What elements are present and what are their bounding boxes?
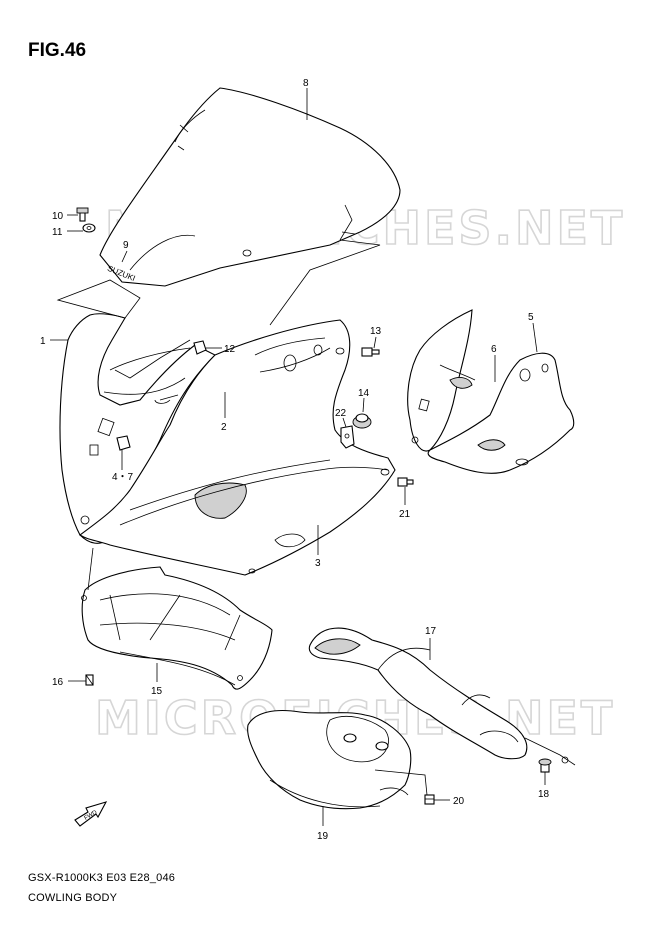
svg-text:13: 13 bbox=[370, 326, 382, 337]
section-name: COWLING BODY bbox=[28, 892, 118, 904]
part-label-1[interactable]: 1 bbox=[40, 336, 68, 347]
fastener-screw-16[interactable] bbox=[85, 674, 94, 686]
part-label-3[interactable]: 3 bbox=[315, 525, 321, 569]
fwd-arrow-icon: FWD bbox=[74, 801, 108, 827]
part-label-5[interactable]: 5 bbox=[528, 312, 538, 353]
fastener-clip-18[interactable] bbox=[538, 758, 552, 773]
part-label-13[interactable]: 13 bbox=[370, 326, 382, 349]
part-label-8[interactable]: 8 bbox=[303, 78, 309, 120]
svg-text:18: 18 bbox=[538, 789, 550, 800]
part-label-4-7[interactable]: 4・7 bbox=[112, 450, 134, 483]
svg-text:12: 12 bbox=[224, 344, 236, 355]
svg-text:15: 15 bbox=[151, 686, 163, 697]
part-label-12[interactable]: 12 bbox=[206, 344, 236, 355]
part-label-16[interactable]: 16 bbox=[52, 677, 86, 688]
svg-text:9: 9 bbox=[123, 240, 129, 251]
model-code: GSX-R1000K3 E03 E28_046 bbox=[28, 872, 176, 884]
inner-panel-set[interactable] bbox=[407, 309, 575, 474]
assembly-line-windscreen-right bbox=[269, 239, 381, 326]
bracket-22[interactable] bbox=[340, 425, 355, 449]
svg-text:5: 5 bbox=[528, 312, 534, 323]
svg-text:20: 20 bbox=[453, 796, 465, 807]
fastener-washer-11[interactable] bbox=[82, 223, 96, 233]
fastener-screw-13[interactable] bbox=[361, 347, 380, 357]
assembly-line-lower bbox=[87, 547, 94, 591]
svg-text:8: 8 bbox=[303, 78, 309, 89]
lower-inner-cover[interactable] bbox=[81, 566, 273, 690]
windscreen[interactable]: SUZUKI bbox=[99, 87, 401, 287]
air-duct[interactable] bbox=[308, 627, 576, 766]
svg-text:16: 16 bbox=[52, 677, 64, 688]
part-label-14[interactable]: 14 bbox=[358, 388, 370, 413]
part-label-10[interactable]: 10 bbox=[52, 211, 78, 222]
svg-text:21: 21 bbox=[399, 509, 411, 520]
part-label-11[interactable]: 11 bbox=[52, 227, 83, 238]
part-label-15[interactable]: 15 bbox=[151, 663, 163, 697]
part-label-18[interactable]: 18 bbox=[538, 772, 550, 800]
part-label-9[interactable]: 9 bbox=[121, 240, 129, 263]
svg-text:2: 2 bbox=[221, 422, 227, 433]
fastener-bolt-10[interactable] bbox=[76, 207, 89, 222]
fastener-nut-12[interactable] bbox=[193, 340, 207, 355]
svg-text:19: 19 bbox=[317, 831, 329, 842]
part-label-20[interactable]: 20 bbox=[434, 796, 465, 807]
figure-title: FIG.46 bbox=[28, 40, 87, 61]
fastener-screw-21[interactable] bbox=[397, 477, 414, 487]
assembly-line-upper bbox=[114, 339, 191, 379]
svg-text:14: 14 bbox=[358, 388, 370, 399]
svg-text:17: 17 bbox=[425, 626, 437, 637]
part-label-17[interactable]: 17 bbox=[425, 626, 437, 660]
part-label-6[interactable]: 6 bbox=[491, 344, 497, 382]
svg-text:11: 11 bbox=[52, 227, 63, 238]
fastener-nut-4-7[interactable] bbox=[116, 435, 131, 451]
fastener-screw-20[interactable] bbox=[424, 794, 435, 805]
part-label-22[interactable]: 22 bbox=[335, 408, 347, 428]
part-label-21[interactable]: 21 bbox=[399, 487, 411, 520]
svg-text:6: 6 bbox=[491, 344, 497, 355]
svg-text:1: 1 bbox=[40, 336, 46, 347]
svg-text:10: 10 bbox=[52, 211, 64, 222]
part-label-2[interactable]: 2 bbox=[221, 392, 227, 433]
grommet-14[interactable] bbox=[352, 413, 372, 429]
part-label-19[interactable]: 19 bbox=[317, 806, 329, 842]
svg-text:4・7: 4・7 bbox=[112, 472, 134, 483]
svg-text:22: 22 bbox=[335, 408, 347, 419]
lower-heat-cover[interactable] bbox=[247, 709, 412, 810]
assembly-line-heat-cover bbox=[374, 769, 428, 796]
svg-text:3: 3 bbox=[315, 558, 321, 569]
assembly-line-windscreen bbox=[56, 279, 141, 319]
side-cowling[interactable] bbox=[79, 319, 396, 576]
